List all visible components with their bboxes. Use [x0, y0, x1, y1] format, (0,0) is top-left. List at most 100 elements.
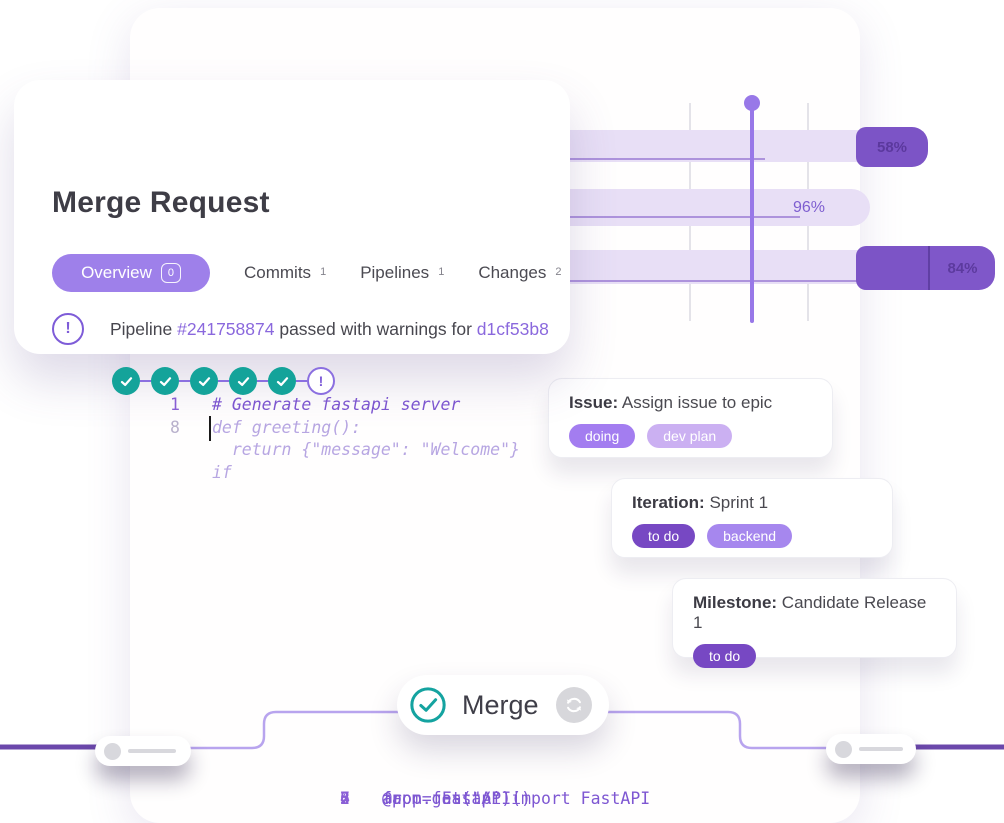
chart-value-label: 84%	[947, 259, 978, 277]
merge-button[interactable]: Merge	[397, 675, 609, 735]
iteration-card[interactable]: Iteration: Sprint 1 to do backend	[611, 478, 893, 558]
milestone-card[interactable]: Milestone: Candidate Release 1 to do	[672, 578, 957, 668]
check-circle-icon	[410, 687, 446, 723]
line-number: 2	[340, 789, 350, 808]
chart-bar-segment-1: 58%	[856, 127, 928, 167]
stage-warning-icon[interactable]: !	[307, 367, 335, 395]
issue-card-kind: Issue:	[569, 393, 619, 412]
code-line: 7 @app.get("/")	[340, 788, 511, 811]
merge-button-label: Merge	[462, 689, 539, 720]
code-line: 5 app = FastAPI()	[340, 788, 531, 811]
line-number: 8	[170, 417, 180, 437]
label-chip-to-do[interactable]: to do	[693, 644, 757, 668]
code-text: if	[212, 462, 232, 482]
chart-bar-segment-3b: 84%	[928, 246, 995, 290]
code-text: @app.get("/")	[382, 789, 512, 808]
milestone-card-kind: Milestone:	[693, 593, 778, 612]
stage-passed-icon[interactable]	[112, 367, 140, 395]
line-number: 6	[340, 789, 350, 808]
stage-connector	[218, 380, 229, 382]
code-line: 4	[340, 788, 382, 811]
text-cursor	[209, 415, 211, 441]
stage-passed-icon[interactable]	[268, 367, 296, 395]
pipeline-stages: !	[112, 367, 335, 395]
iteration-card-labels: to do backend	[632, 524, 872, 548]
label-chip-backend[interactable]: backend	[707, 524, 793, 548]
line-number	[170, 439, 196, 462]
code-text: def greeting():	[209, 415, 361, 441]
chart-bar-segment-3a	[856, 246, 928, 290]
tab-label: Changes	[478, 263, 547, 282]
stage-passed-icon[interactable]	[190, 367, 218, 395]
chart-marker-line	[750, 103, 754, 323]
timeline-handle-right[interactable]	[826, 734, 916, 764]
stage-connector	[296, 380, 307, 382]
pipeline-text: Pipeline	[110, 318, 178, 339]
code-line: return {"message": "Welcome"}	[170, 439, 520, 462]
handle-dot-icon	[835, 740, 852, 758]
pipeline-status-text: Pipeline #241758874 passed with warnings…	[110, 319, 549, 340]
line-number: 7	[340, 789, 350, 808]
code-line: 3 from fastapi import FastAPI	[340, 788, 650, 811]
tab-pipelines[interactable]: Pipelines 1	[360, 263, 444, 283]
code-text: return {"message": "Welcome"}	[212, 440, 520, 459]
stage-connector	[140, 380, 151, 382]
chart-value-label: 58%	[876, 138, 908, 156]
label-chip-to-do[interactable]: to do	[632, 524, 696, 548]
pipeline-link[interactable]: #241758874	[177, 318, 275, 339]
line-number: 1	[170, 395, 180, 414]
chart-value-label: 96%	[793, 199, 826, 216]
pipeline-link[interactable]: d1cf53b8	[476, 318, 549, 339]
stage-passed-icon[interactable]	[151, 367, 179, 395]
tab-changes[interactable]: Changes 2	[478, 263, 561, 283]
refresh-icon[interactable]	[555, 687, 592, 723]
pipeline-status-row: ! Pipeline #241758874 passed with warnin…	[52, 313, 549, 345]
merge-request-title: Merge Request	[52, 186, 270, 219]
milestone-card-title: Milestone: Candidate Release 1	[693, 593, 936, 633]
tab-count: 0	[160, 263, 181, 283]
label-chip-doing[interactable]: doing	[569, 424, 636, 448]
line-number: 4	[340, 789, 350, 808]
code-line: 2	[340, 788, 382, 811]
issue-card-labels: doing dev plan	[569, 424, 812, 448]
tab-label: Commits	[244, 263, 312, 282]
handle-dot-icon	[104, 742, 121, 760]
iteration-card-title: Iteration: Sprint 1	[632, 493, 872, 513]
stage-passed-icon[interactable]	[229, 367, 257, 395]
milestone-card-text: Candidate Release 1	[693, 593, 927, 632]
code-line: if	[170, 462, 520, 485]
label-chip-dev-plan[interactable]: dev plan	[647, 424, 733, 448]
line-number	[170, 462, 196, 485]
tab-count: 1	[438, 266, 445, 278]
milestone-card-labels: to do	[693, 644, 936, 668]
tab-count: 2	[555, 266, 562, 278]
stage-connector	[257, 380, 268, 382]
warning-icon: !	[52, 313, 84, 345]
tab-overview[interactable]: Overview 0	[52, 254, 210, 292]
code-text: app = FastAPI()	[382, 789, 532, 808]
line-number: 5	[340, 789, 350, 808]
line-number: 3	[340, 789, 350, 808]
chart-marker-dot	[744, 95, 760, 111]
tab-label: Pipelines	[360, 263, 430, 282]
merge-request-card	[14, 80, 570, 354]
code-line: 6	[340, 788, 382, 811]
issue-card[interactable]: Issue: Assign issue to epic doing dev pla…	[548, 378, 833, 458]
iteration-card-text: Sprint 1	[704, 493, 769, 512]
code-text: from fastapi import FastAPI	[382, 789, 651, 808]
issue-card-text: Assign issue to epic	[618, 393, 773, 412]
code-line: 1 # Generate fastapi server	[170, 394, 520, 417]
pipeline-text: passed with warnings for	[274, 318, 477, 339]
code-text: # Generate fastapi server	[212, 395, 461, 414]
timeline-handle-left[interactable]	[95, 736, 191, 766]
code-line: 8 def greeting():	[170, 415, 520, 441]
issue-card-title: Issue: Assign issue to epic	[569, 393, 812, 413]
handle-bar	[859, 746, 903, 752]
iteration-card-kind: Iteration:	[632, 493, 705, 512]
handle-bar	[128, 748, 176, 754]
tab-label: Overview	[81, 263, 152, 282]
stage-connector	[179, 380, 190, 382]
